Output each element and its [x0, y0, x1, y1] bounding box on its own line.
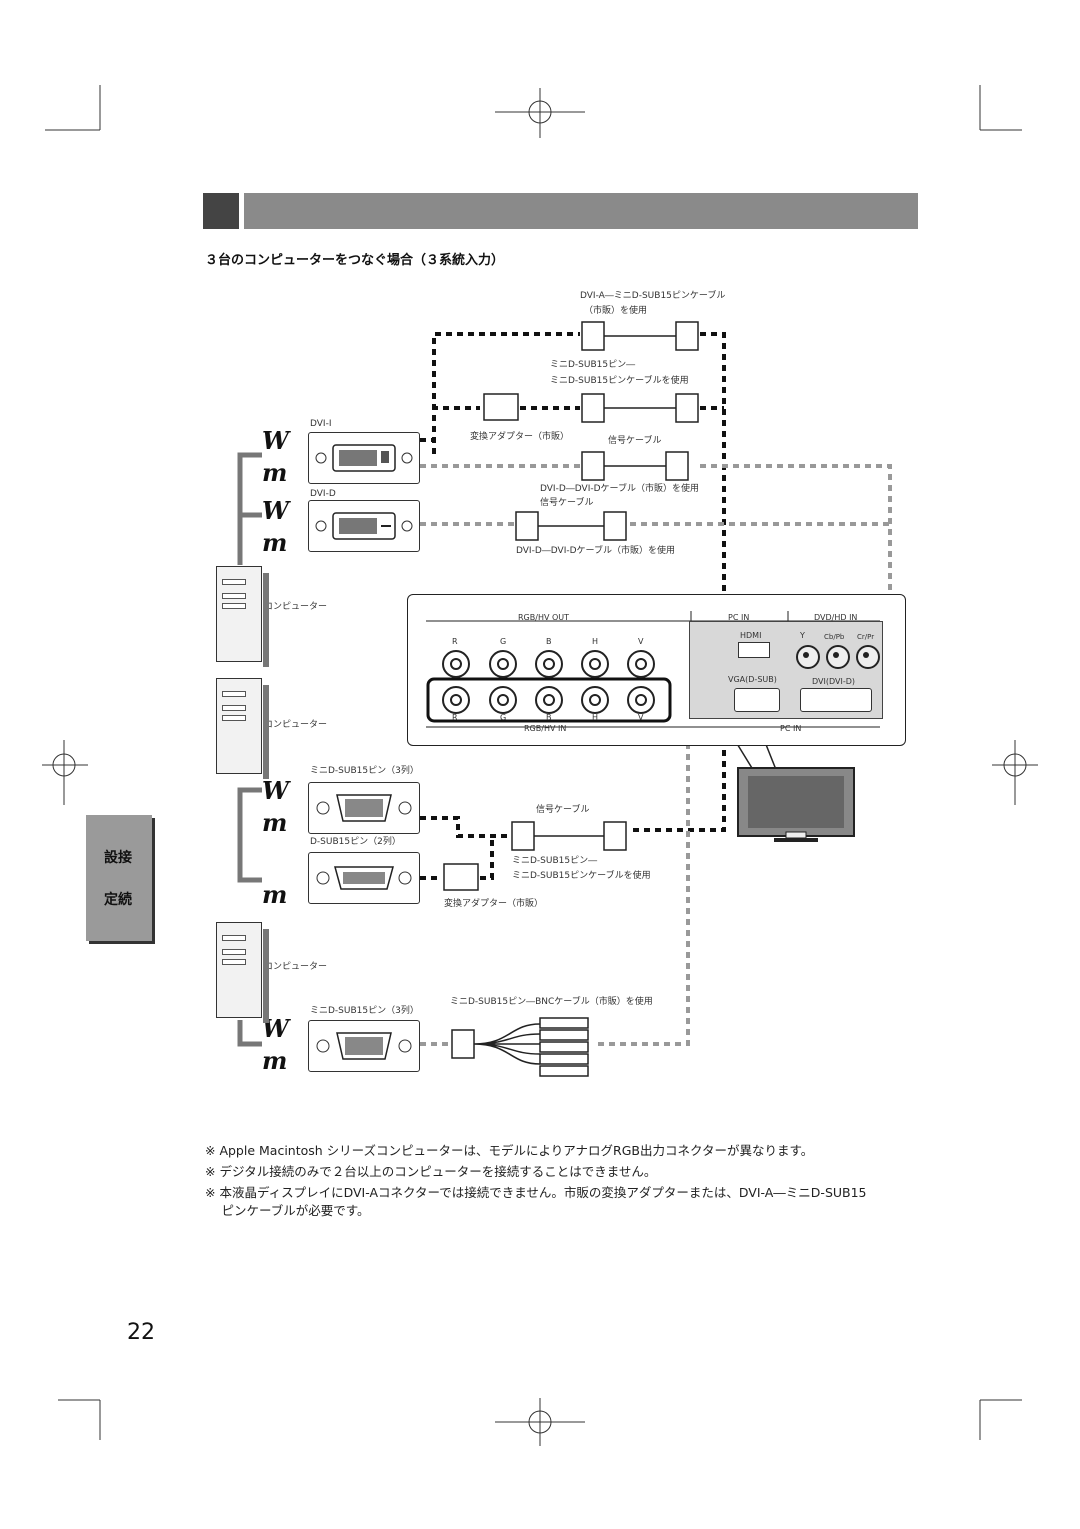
label-mini-dsub-b2: ミニD-SUB15ピンケーブルを使用: [512, 871, 651, 881]
mac-logo: m: [262, 458, 288, 487]
side-tab: 設接 定続: [86, 815, 152, 941]
label-signal-cable-mid: 信号ケーブル: [540, 498, 594, 508]
panel-dvd-hd-in: DVD/HD IN: [814, 613, 858, 622]
vga-label: VGA(D-SUB): [728, 675, 777, 684]
windows-logo: W: [262, 426, 289, 455]
label-computer1: コンピューター: [264, 602, 328, 612]
hdmi-port-icon: [738, 642, 770, 658]
rca-jack-icon: [796, 645, 820, 669]
panel-pc-in-bottom: PC IN: [780, 724, 802, 733]
computer-tower-icon: [216, 922, 269, 1023]
bnc-jack-icon: [442, 650, 470, 678]
dsub-2row-port: [308, 852, 420, 904]
registration-mark-left: [42, 740, 88, 805]
mac-logo: m: [262, 1046, 288, 1075]
monitor-icon: [737, 767, 855, 842]
registration-mark-right: [992, 740, 1038, 805]
section-subtitle: ３台のコンピューターをつなぐ場合（３系統入力）: [205, 253, 505, 268]
bnc-top-label: R: [452, 637, 458, 646]
bnc-jack-icon: [489, 650, 517, 678]
side-tab-line1: 設接: [104, 850, 132, 866]
label-dvia-cable-2: （市販）を使用: [584, 306, 648, 316]
label-mini-dsub-a1: ミニD-SUB15ピン―: [550, 360, 636, 370]
label-dvia-cable-1: DVI-A―ミニD-SUB15ピンケーブル: [580, 291, 726, 301]
side-tab-line2: 定続: [104, 892, 132, 908]
label-mini-dsub-3row-1: ミニD-SUB15ピン（3列）: [310, 766, 419, 776]
note-line: ピンケーブルが必要です。: [205, 1203, 370, 1218]
bnc-jack-icon: [442, 686, 470, 714]
panel-rgbhv-out: RGB/HV OUT: [518, 613, 570, 622]
bnc-top-label: B: [546, 637, 552, 646]
dvi-i-port: [308, 432, 420, 484]
panel-pc-in-top: PC IN: [728, 613, 750, 622]
label-dvid-cable-1: DVI-D―DVI-Dケーブル（市販）を使用: [540, 484, 699, 494]
hdmi-label: HDMI: [740, 631, 762, 640]
label-dvi-d: DVI-D: [310, 489, 336, 499]
registration-mark-top: [495, 88, 585, 138]
label-adapter-bottom: 変換アダプター（市販）: [444, 899, 544, 909]
computer-tower-icon: [216, 678, 269, 779]
label-mini-dsub-a2: ミニD-SUB15ピンケーブルを使用: [550, 376, 689, 386]
label-adapter-top: 変換アダプター（市販）: [470, 432, 570, 442]
label-mini-dsub-b1: ミニD-SUB15ピン―: [512, 856, 598, 866]
cbpb-label: Cb/Pb: [824, 633, 845, 641]
dvi-port-icon: [800, 688, 872, 712]
bnc-jack-icon: [581, 650, 609, 678]
bnc-top-label: G: [500, 637, 507, 646]
windows-logo: W: [262, 496, 289, 525]
bnc-jack-icon: [535, 650, 563, 678]
bnc-jack-icon: [627, 650, 655, 678]
label-signal-cable-top: 信号ケーブル: [608, 436, 662, 446]
bnc-top-label: V: [638, 637, 644, 646]
section-title-bar: [244, 193, 918, 229]
mini-dsub-port-2: [308, 1020, 420, 1072]
mini-dsub-port-1: [308, 782, 420, 834]
bnc-bottom-label: V: [638, 713, 644, 722]
label-mini-dsub-3row-2: ミニD-SUB15ピン（3列）: [310, 1006, 419, 1016]
note-line: ※ 本液晶ディスプレイにDVI-Aコネクターでは接続できません。市販の変換アダプ…: [205, 1185, 867, 1200]
label-signal-cable-bottom: 信号ケーブル: [536, 805, 590, 815]
page-number: 22: [127, 1320, 155, 1345]
bnc-bottom-label: H: [592, 713, 599, 722]
label-dvi-i: DVI-I: [310, 419, 332, 429]
rca-jack-icon: [856, 645, 880, 669]
y-label: Y: [800, 631, 805, 640]
bnc-bottom-label: G: [500, 713, 507, 722]
label-computer3: コンピューター: [264, 962, 328, 972]
bnc-top-label: H: [592, 637, 599, 646]
mac-logo: m: [262, 808, 288, 837]
bnc-bottom-label: B: [546, 713, 552, 722]
registration-mark-bottom: [495, 1398, 585, 1446]
note-line: ※ Apple Macintosh シリーズコンピューターは、モデルによりアナロ…: [205, 1143, 814, 1158]
computer-tower-icon: [216, 566, 269, 667]
windows-logo: W: [262, 776, 289, 805]
dvi-label: DVI(DVI-D): [812, 677, 855, 686]
mac-logo: m: [262, 528, 288, 557]
label-dsub-2row: D-SUB15ピン（2列）: [310, 837, 401, 847]
vga-port-icon: [734, 688, 780, 712]
label-dvid-cable-2: DVI-D―DVI-Dケーブル（市販）を使用: [516, 546, 675, 556]
label-computer2: コンピューター: [264, 720, 328, 730]
bnc-bottom-label: R: [452, 713, 458, 722]
bnc-jack-icon: [581, 686, 609, 714]
bnc-jack-icon: [535, 686, 563, 714]
label-bnc-cable: ミニD-SUB15ピン―BNCケーブル（市販）を使用: [450, 997, 653, 1007]
panel-rgbhv-in: RGB/HV IN: [524, 724, 567, 733]
mac-logo: m: [262, 880, 288, 909]
section-marker: [203, 193, 239, 229]
crpr-label: Cr/Pr: [857, 633, 875, 641]
rca-jack-icon: [826, 645, 850, 669]
bnc-jack-icon: [489, 686, 517, 714]
note-line: ※ デジタル接続のみで２台以上のコンピューターを接続することはできません。: [205, 1164, 657, 1179]
bnc-jack-icon: [627, 686, 655, 714]
dvi-d-port: [308, 500, 420, 552]
